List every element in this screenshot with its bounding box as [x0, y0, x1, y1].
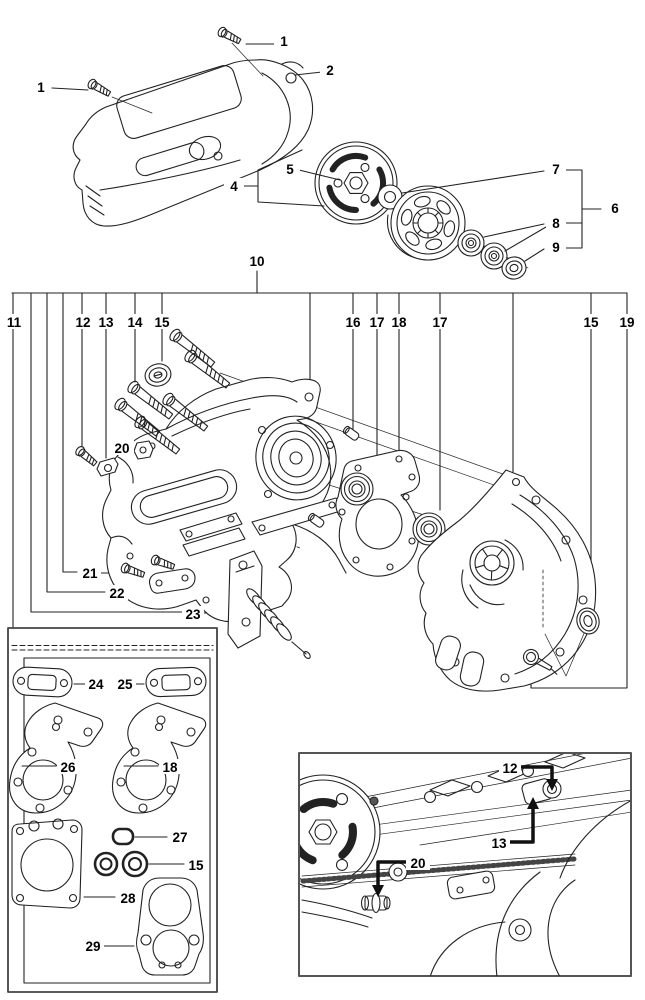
crankcase-middle-drawing: [306, 424, 446, 577]
inset-bar-nut-part: [360, 892, 391, 914]
callout-7: 7: [552, 162, 560, 177]
callout-20-inset: 20: [410, 856, 425, 871]
callout-17-rear: 17: [432, 315, 447, 330]
detail-inset-box: [298, 752, 632, 977]
callout-13-inset: 13: [491, 836, 507, 851]
clutch-drum-drawing: [243, 141, 602, 280]
callout-4: 4: [230, 179, 238, 194]
callout-29: 29: [85, 939, 100, 954]
callout-17-front: 17: [369, 315, 384, 330]
callout-12-inset: 12: [502, 761, 517, 776]
callout-1-left: 1: [37, 80, 45, 95]
callout-9: 9: [552, 240, 560, 255]
plug-screw-19: [522, 648, 558, 675]
callout-16: 16: [345, 315, 361, 330]
callout-18: 18: [391, 315, 407, 330]
callout-15-right: 15: [583, 315, 599, 330]
callout-13: 13: [98, 315, 114, 330]
callout-18b: 18: [162, 760, 178, 775]
callout-6: 6: [611, 201, 619, 216]
inset-clutch-face: [300, 774, 381, 890]
crankcase-right-drawing: [417, 469, 600, 692]
plate-22: [148, 568, 196, 594]
bar-nut-20: [133, 440, 154, 460]
clip-13: [96, 457, 119, 477]
callout-8: 8: [552, 216, 560, 231]
bearing-17-front: [340, 472, 374, 506]
callout-19: 19: [619, 315, 634, 330]
callout-11: 11: [7, 315, 22, 330]
oil-seal-left: [144, 363, 172, 387]
crankcase-left-drawing: [73, 326, 543, 660]
callout-26: 26: [60, 760, 76, 775]
screw-12: [73, 444, 100, 469]
callout-27: 27: [172, 830, 187, 845]
guide-plates: [179, 497, 345, 557]
oil-seal-right: [576, 607, 600, 635]
callout-15-kit: 15: [188, 858, 204, 873]
pump-gasket-29: [136, 877, 204, 976]
callout-10: 10: [249, 254, 264, 269]
callout-2: 2: [326, 63, 334, 78]
callout-labels: 1 1 2 4 5 7 6 8 9 10 11 12 13 14 15 16 1…: [3, 33, 638, 954]
kit-oil-seals-15: [93, 850, 149, 878]
cylinder-gasket-28: [11, 818, 83, 909]
callout-22: 22: [109, 586, 124, 601]
callout-1-top: 1: [280, 34, 288, 49]
callout-21: 21: [82, 566, 98, 581]
gasket-kit-box: [7, 627, 218, 993]
callout-25: 25: [117, 677, 133, 692]
chain-tensioner-23: [227, 550, 311, 660]
callout-15-left: 15: [154, 315, 170, 330]
muffler-gasket-25: [145, 666, 207, 698]
callout-28: 28: [120, 891, 136, 906]
clutch-cover-drawing: [51, 25, 323, 227]
grommet-27: [111, 827, 135, 846]
callout-5: 5: [286, 162, 294, 177]
inset-drawing: [300, 754, 630, 976]
muffler-gasket-24: [12, 666, 73, 698]
callout-14: 14: [127, 315, 143, 330]
crankcase-gasket-26: [8, 702, 104, 814]
callout-23: 23: [185, 607, 201, 622]
callout-24: 24: [88, 677, 104, 692]
callout-20: 20: [114, 441, 129, 456]
gasket-18: [335, 449, 421, 577]
callout-12: 12: [75, 315, 90, 330]
